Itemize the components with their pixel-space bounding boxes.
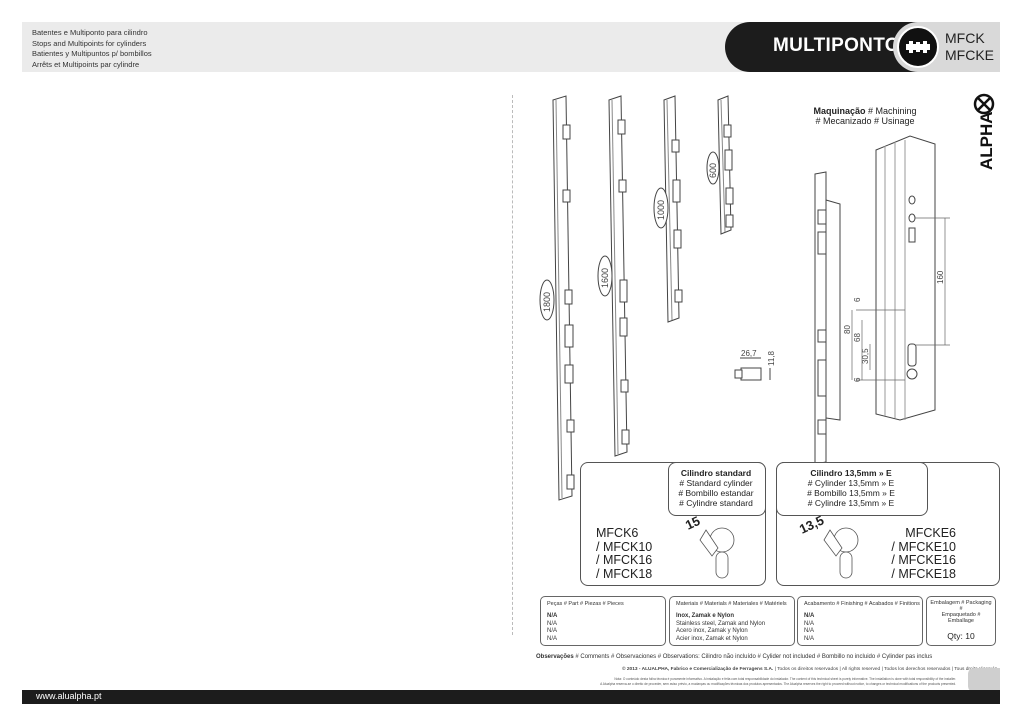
packaging-box: Embalagem # Packaging # Empaquetado # Em… xyxy=(926,596,996,646)
page-title: MULTIPONTOS xyxy=(773,35,913,56)
packaging-header-2: Empaquetado # Emballage xyxy=(941,612,981,624)
finishing-line-4: N/A xyxy=(804,635,815,642)
copyright: © 2013 - ALUALPHA, Fabrico e Comercializ… xyxy=(622,667,997,672)
materials-header: Materiais # Materials # Materiales # Mat… xyxy=(676,601,787,607)
length-1000: 1000 xyxy=(656,200,666,220)
lock-product-icon xyxy=(897,26,939,68)
page-tab xyxy=(968,668,1000,692)
header-description: Batentes e Multiponto para cilindro Stop… xyxy=(32,28,152,70)
dim-13-5: 13,5 xyxy=(797,512,826,536)
dim-160: 160 xyxy=(936,270,945,284)
model-mfck10: / MFCK10 xyxy=(596,539,653,554)
cylinder-e-line-3: # Cylindre 13,5mm » E xyxy=(807,498,895,508)
materials-line-3: Acero inox, Zamak y Nylon xyxy=(676,628,748,635)
code-mfck: MFCK xyxy=(945,30,985,46)
model-mfcke16: / MFCKE16 xyxy=(891,553,956,567)
product-code-badge: MFCK MFCKE xyxy=(893,22,1000,72)
copyright-rights: | Todos os direitos reservados | All rig… xyxy=(773,667,998,672)
cylinder-e-title: Cilindro 13,5mm » E xyxy=(810,468,892,478)
cylinder-standard-line-3: # Cylindre standard xyxy=(679,498,753,508)
dim-6-top: 6 xyxy=(853,297,862,302)
cylinder-e-text: Cilindro 13,5mm » E # Cylinder 13,5mm » … xyxy=(776,468,926,508)
observations-text: # Comments # Observaciones # Observation… xyxy=(573,654,933,660)
cylinder-e-line-1: # Cylinder 13,5mm » E xyxy=(807,478,895,488)
legal-note-1: Nota: O conteúdo desta folha técnica é p… xyxy=(614,677,956,681)
packaging-header-1: Embalagem # Packaging # xyxy=(930,600,992,612)
dim-68: 68 xyxy=(853,333,862,342)
materials-line-1: Inox, Zamak e Nylon xyxy=(676,613,735,619)
bar-1800 xyxy=(552,95,575,501)
bar-600 xyxy=(717,95,734,235)
materials-box: Materiais # Materials # Materiales # Mat… xyxy=(669,596,795,646)
finishing-box: Acabamento # Finishing # Acabados # Fini… xyxy=(797,596,923,646)
length-1600: 1600 xyxy=(600,268,610,288)
alpha-logo: ALPHA xyxy=(966,92,1002,172)
finishing-header: Acabamento # Finishing # Acabados # Fini… xyxy=(804,601,920,607)
header-line-es: Batientes y Multipuntos p/ bombillos xyxy=(32,49,152,58)
machining-rest: # Machining xyxy=(865,106,917,116)
materials-line-2: Stainless steel, Zamak and Nylon xyxy=(676,620,766,627)
models-standard: MFCK6 / MFCK10 / MFCK16 / MFCK18 xyxy=(596,526,653,581)
parts-line-1: N/A xyxy=(547,613,558,619)
model-mfcke18: / MFCKE18 xyxy=(891,566,956,581)
models-e: MFCKE6 / MFCKE10 / MFCKE16 / MFCKE18 xyxy=(876,526,956,581)
legal-note-2: A Alualpha reserva-se o direito de proce… xyxy=(600,682,956,686)
length-600: 600 xyxy=(708,163,718,178)
dim-11-8: 11,8 xyxy=(767,350,776,366)
cylinder-e-header xyxy=(776,462,928,516)
machining-line2: # Mecanizado # Usinage xyxy=(815,116,915,126)
cylinder-standard-header xyxy=(668,462,766,516)
dim-6-bottom: 6 xyxy=(853,377,862,382)
cylinder-standard-line-2: # Bombillo estandar xyxy=(678,488,754,498)
finishing-line-1: N/A xyxy=(804,613,815,619)
machining-label: Maquinação # Machining # Mecanizado # Us… xyxy=(790,106,940,126)
observations: Observações # Comments # Observaciones #… xyxy=(536,654,932,660)
model-mfck18: / MFCK18 xyxy=(596,566,653,581)
cylinder-standard-line-1: # Standard cylinder xyxy=(679,478,753,488)
packaging-qty: Qty: 10 xyxy=(947,631,975,641)
header-line-fr: Arrêts et Multipoints par cylindre xyxy=(32,59,140,69)
footer-bar: www.alualpha.pt xyxy=(22,690,1000,704)
logo-text: ALPHA xyxy=(977,111,996,170)
bar-1600 xyxy=(608,95,630,457)
materials-line-4: Acier inox, Zamak et Nylon xyxy=(676,635,748,642)
copyright-company: © 2013 - ALUALPHA, Fabrico e Comercializ… xyxy=(622,667,774,672)
packaging-header: Embalagem # Packaging # Empaquetado # Em… xyxy=(930,600,992,624)
cylinder-standard-title: Cilindro standard xyxy=(680,468,752,478)
website-link[interactable]: www.alualpha.pt xyxy=(36,691,102,701)
model-mfcke10: / MFCKE10 xyxy=(891,539,956,554)
model-mfcke6: MFCKE6 xyxy=(905,526,956,540)
parts-line-3: N/A xyxy=(547,628,558,635)
cylinder-detail xyxy=(734,357,771,381)
observations-label: Observações xyxy=(536,654,574,660)
dim-15: 15 xyxy=(683,513,702,533)
header-line-en: Stops and Multipoints for cylinders xyxy=(32,38,147,48)
length-1800: 1800 xyxy=(542,292,552,312)
fold-divider xyxy=(512,95,513,635)
parts-header: Peças # Part # Piezas # Pieces xyxy=(547,601,624,607)
model-mfck6: MFCK6 xyxy=(596,526,639,540)
bar-1000 xyxy=(663,95,683,323)
parts-box: Peças # Part # Piezas # Pieces N/A N/A N… xyxy=(540,596,666,646)
code-mfcke: MFCKE xyxy=(945,47,994,63)
dim-30-5: 30,5 xyxy=(861,348,870,364)
profile-section xyxy=(875,135,936,421)
parts-line-4: N/A xyxy=(547,635,558,642)
finishing-line-3: N/A xyxy=(804,628,815,635)
finishing-line-2: N/A xyxy=(804,620,815,627)
lock-bar xyxy=(814,171,841,465)
model-mfck16: / MFCK16 xyxy=(596,553,653,567)
header-line-pt: Batentes e Multiponto para cilindro xyxy=(32,28,148,37)
dim-80: 80 xyxy=(843,325,852,334)
dim-26-7: 26,7 xyxy=(741,349,757,358)
machining-title: Maquinação xyxy=(813,106,866,116)
cylinder-e-line-2: # Bombillo 13,5mm » E xyxy=(807,488,895,498)
title-banner: MULTIPONTOS MFCK MFCKE xyxy=(725,22,1000,72)
cylinder-standard-text: Cilindro standard # Standard cylinder # … xyxy=(668,468,764,508)
parts-line-2: N/A xyxy=(547,620,558,627)
